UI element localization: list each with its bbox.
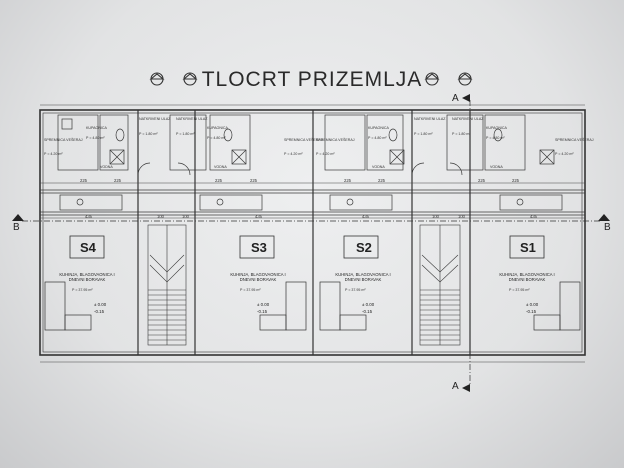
unit-s3-entry-area: P = 1.80 m² bbox=[176, 132, 195, 136]
unit-s2-bath-area: P = 4.80 m² bbox=[368, 136, 387, 140]
dining-table-symbols bbox=[69, 235, 545, 259]
unit-s1-bath-area: P = 4.80 m² bbox=[486, 136, 505, 140]
unit-s2-entry: NATKRIVENI ULAZ bbox=[414, 117, 446, 121]
unit-s4-label: S4 bbox=[80, 240, 96, 255]
dim-top-5: 225 bbox=[344, 178, 351, 183]
unit-s4-entry-area: P = 1.80 m² bbox=[139, 132, 158, 136]
unit-s4-entry: NATKRIVENI ULAZ bbox=[139, 117, 171, 121]
unit-s4-bath: KUPAONICA bbox=[86, 126, 107, 130]
unit-s1-area: P = 37.95 m² bbox=[509, 288, 530, 292]
unit-s2-vent: VODNA bbox=[372, 165, 385, 169]
dim-top-8: 225 bbox=[512, 178, 519, 183]
unit-s3-storage-area: P = 4.20 m² bbox=[284, 152, 303, 156]
unit-s1-storage-area: P = 4.20 m² bbox=[555, 152, 574, 156]
dim-mid-1: 435 bbox=[85, 214, 92, 219]
section-mark-b-right: B bbox=[604, 222, 611, 233]
view-marker-icons bbox=[149, 72, 473, 86]
unit-s1-entry-area: P = 1.80 m² bbox=[452, 132, 471, 136]
section-arrows bbox=[12, 94, 610, 392]
unit-s2-room: KUHINJA, BLAGOVAONICA I DNEVNI BORAVAK bbox=[335, 272, 391, 282]
sofa-symbols bbox=[44, 281, 581, 331]
unit-s2-level-2: -0.15 bbox=[362, 309, 373, 314]
unit-s1-storage: SPREMNICA VEŠERAJ bbox=[555, 138, 594, 142]
section-lines bbox=[22, 100, 602, 385]
unit-s2-storage-area: P = 4.20 m² bbox=[316, 152, 335, 156]
unit-s1-room: KUHINJA, BLAGOVAONICA I DNEVNI BORAVAK bbox=[499, 272, 555, 282]
section-mark-a-top: A bbox=[452, 93, 459, 104]
dim-top-2: 225 bbox=[114, 178, 121, 183]
unit-s4-storage-area: P = 4.20 m² bbox=[44, 152, 63, 156]
unit-s1-bath: KUPAONICA bbox=[486, 126, 507, 130]
unit-s3-entry: NATKRIVENI ULAZ bbox=[176, 117, 208, 121]
section-mark-b-left: B bbox=[13, 222, 20, 233]
unit-s2-area: P = 37.95 m² bbox=[345, 288, 366, 292]
dim-mid-7: 100 bbox=[458, 214, 465, 219]
dim-top-6: 225 bbox=[378, 178, 385, 183]
unit-s2-label: S2 bbox=[356, 240, 372, 255]
unit-s2-storage: SPREMNICA VEŠERAJ bbox=[316, 138, 355, 142]
dim-mid-4: 435 bbox=[255, 214, 262, 219]
dim-mid-8: 435 bbox=[530, 214, 537, 219]
unit-s3-level-2: -0.15 bbox=[257, 309, 268, 314]
drawing-title: TLOCRT PRIZEMLJA bbox=[201, 68, 423, 91]
unit-s1-vent: VODNA bbox=[490, 165, 503, 169]
unit-s2-bath: KUPAONICA bbox=[368, 126, 389, 130]
section-mark-a-bottom: A bbox=[452, 381, 459, 392]
unit-s1-entry: NATKRIVENI ULAZ bbox=[452, 117, 484, 121]
unit-s3-storage: SPREMNICA VEŠERAJ bbox=[284, 138, 323, 142]
dim-mid-2: 100 bbox=[157, 214, 164, 219]
dim-mid-5: 435 bbox=[362, 214, 369, 219]
stair-cores bbox=[147, 224, 461, 346]
unit-s3-level: ± 0.00 bbox=[257, 302, 270, 307]
unit-s3-bath: KUPAONICA bbox=[207, 126, 228, 130]
dim-top-3: 225 bbox=[215, 178, 222, 183]
unit-s1-label: S1 bbox=[520, 240, 536, 255]
unit-s4-level-2: -0.15 bbox=[94, 309, 105, 314]
unit-s3-label: S3 bbox=[251, 240, 267, 255]
unit-s4-level: ± 0.00 bbox=[94, 302, 107, 307]
dim-top-7: 225 bbox=[478, 178, 485, 183]
unit-s3-bath-area: P = 4.80 m² bbox=[207, 136, 226, 140]
dim-mid-3: 100 bbox=[182, 214, 189, 219]
dim-top-4: 225 bbox=[250, 178, 257, 183]
unit-s1-level: ± 0.00 bbox=[526, 302, 539, 307]
dimension-lines bbox=[40, 104, 585, 363]
unit-s3-area: P = 37.95 m² bbox=[240, 288, 261, 292]
unit-s2-entry-area: P = 1.80 m² bbox=[414, 132, 433, 136]
unit-s4-storage: SPREMNICA VEŠERAJ bbox=[44, 138, 83, 142]
unit-s2-level: ± 0.00 bbox=[362, 302, 375, 307]
dim-mid-6: 100 bbox=[432, 214, 439, 219]
dim-top-1: 225 bbox=[80, 178, 87, 183]
unit-s4-vent: VODNA bbox=[100, 165, 113, 169]
unit-s3-room: KUHINJA, BLAGOVAONICA I DNEVNI BORAVAK bbox=[230, 272, 286, 282]
unit-s4-room: KUHINJA, BLAGOVAONICA I DNEVNI BORAVAK bbox=[59, 272, 115, 282]
unit-s1-level-2: -0.15 bbox=[526, 309, 537, 314]
unit-s3-vent: VODNA bbox=[214, 165, 227, 169]
unit-s4-area: P = 37.95 m² bbox=[72, 288, 93, 292]
unit-s4-bath-area: P = 4.80 m² bbox=[86, 136, 105, 140]
